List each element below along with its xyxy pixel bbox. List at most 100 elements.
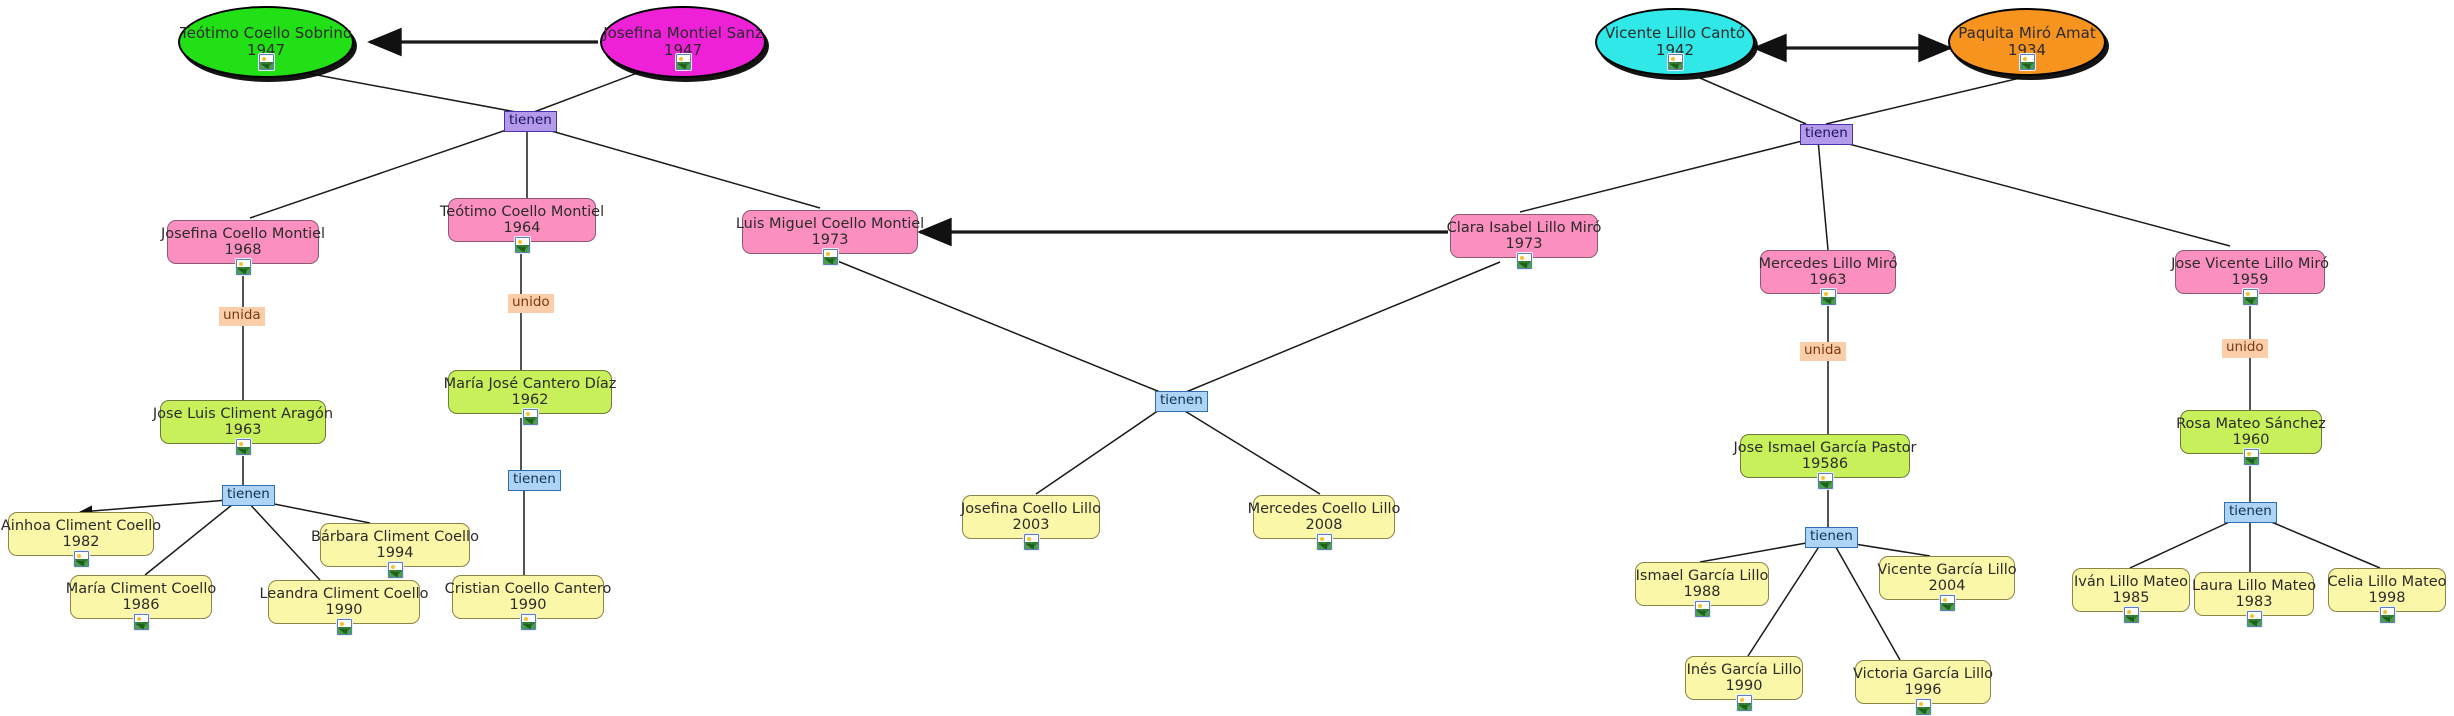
photo-thumbnail-icon[interactable] [388, 562, 403, 578]
photo-thumbnail-icon[interactable] [823, 249, 838, 265]
person-year: 1973 [811, 232, 849, 248]
person-year: 1982 [62, 534, 100, 550]
photo-thumbnail-icon[interactable] [236, 439, 251, 455]
person-node-grandchild[interactable]: Inés García Lillo 1990 [1685, 656, 1803, 711]
person-name: Iván Lillo Mateo [2073, 573, 2189, 590]
person-node-spouse[interactable]: Rosa Mateo Sánchez 1960 [2176, 410, 2326, 465]
person-name: Laura Lillo Mateo [2191, 577, 2317, 594]
person-node-spouse[interactable]: María José Cantero Díaz 1962 [444, 370, 616, 425]
photo-thumbnail-icon[interactable] [2380, 607, 2395, 623]
relation-label-unido[interactable]: unido [2222, 339, 2268, 358]
person-node-grandchild[interactable]: Celia Lillo Mateo 1998 [2327, 568, 2447, 623]
photo-thumbnail-icon[interactable] [1317, 534, 1332, 550]
person-name: Victoria García Lillo [1853, 665, 1993, 682]
person-name: María José Cantero Díaz [443, 375, 617, 392]
person-year: 2008 [1305, 517, 1343, 533]
photo-thumbnail-icon[interactable] [676, 54, 691, 70]
relation-label-tienen[interactable]: tienen [504, 111, 557, 132]
relation-label-unido[interactable]: unido [508, 294, 554, 313]
person-name: Ainhoa Climent Coello [0, 517, 162, 534]
photo-thumbnail-icon[interactable] [515, 237, 530, 253]
photo-thumbnail-icon[interactable] [523, 409, 538, 425]
relation-label-tienen[interactable]: tienen [2224, 502, 2277, 523]
photo-thumbnail-icon[interactable] [337, 619, 352, 635]
person-name: Clara Isabel Lillo Miró [1446, 219, 1602, 236]
person-node-grandchild[interactable]: Bárbara Climent Coello 1994 [311, 523, 479, 578]
person-node-grandchild[interactable]: Ismael García Lillo 1988 [1635, 562, 1769, 617]
person-year: 19586 [1801, 456, 1849, 472]
person-node-root[interactable]: Paquita Miró Amat 1934 [1948, 8, 2106, 76]
photo-thumbnail-icon[interactable] [134, 614, 149, 630]
photo-thumbnail-icon[interactable] [1940, 595, 1955, 611]
relation-label-unida[interactable]: unida [1800, 342, 1846, 361]
photo-thumbnail-icon[interactable] [1818, 473, 1833, 489]
person-name: Jose Ismael García Pastor [1733, 439, 1917, 456]
person-node-child[interactable]: Josefina Coello Montiel 1968 [161, 220, 325, 275]
person-node-child[interactable]: Teótimo Coello Montiel 1964 [440, 198, 604, 253]
person-year: 1960 [2232, 432, 2270, 448]
person-node-child[interactable]: Clara Isabel Lillo Miró 1973 [1447, 214, 1601, 269]
photo-thumbnail-icon[interactable] [2247, 611, 2262, 627]
person-year: 1963 [1809, 272, 1847, 288]
person-name: Inés García Lillo [1686, 661, 1802, 678]
photo-thumbnail-icon[interactable] [236, 259, 251, 275]
photo-thumbnail-icon[interactable] [521, 614, 536, 630]
person-name: Vicente Lillo Cantó [1605, 24, 1745, 43]
person-node-grandchild[interactable]: Josefina Coello Lillo 2003 [961, 495, 1101, 550]
photo-thumbnail-icon[interactable] [74, 551, 89, 567]
person-name: Jose Luis Climent Aragón [152, 405, 334, 422]
person-year: 1986 [122, 597, 160, 613]
person-year: 1990 [1725, 678, 1763, 694]
relation-label-tienen[interactable]: tienen [222, 485, 275, 506]
person-node-grandchild[interactable]: Cristian Coello Cantero 1990 [445, 575, 611, 630]
person-year: 1962 [511, 392, 549, 408]
relation-label-tienen[interactable]: tienen [1155, 391, 1208, 412]
photo-thumbnail-icon[interactable] [1916, 699, 1931, 715]
photo-thumbnail-icon[interactable] [2244, 449, 2259, 465]
person-node-spouse[interactable]: Jose Luis Climent Aragón 1963 [153, 400, 333, 455]
photo-thumbnail-icon[interactable] [2124, 607, 2139, 623]
photo-thumbnail-icon[interactable] [1517, 253, 1532, 269]
photo-thumbnail-icon[interactable] [1695, 601, 1710, 617]
person-node-child[interactable]: Jose Vicente Lillo Miró 1959 [2171, 250, 2329, 305]
person-node-grandchild[interactable]: Victoria García Lillo 1996 [1853, 660, 1993, 715]
person-node-root[interactable]: Vicente Lillo Cantó 1942 [1595, 8, 1755, 76]
person-node-grandchild[interactable]: María Climent Coello 1986 [66, 575, 216, 630]
person-year: 1988 [1683, 584, 1721, 600]
person-year: 1990 [509, 597, 547, 613]
person-name: Ismael García Lillo [1635, 567, 1769, 584]
person-year: 1942 [1655, 41, 1695, 59]
person-node-child[interactable]: Luis Miguel Coello Montiel 1973 [736, 210, 924, 265]
person-node-grandchild[interactable]: Mercedes Coello Lillo 2008 [1248, 495, 1400, 550]
person-year: 1990 [325, 602, 363, 618]
person-node-grandchild[interactable]: Leandra Climent Coello 1990 [259, 580, 429, 635]
photo-thumbnail-icon[interactable] [1737, 695, 1752, 711]
person-node-root[interactable]: Josefina Montiel Sanz 1947 [600, 6, 766, 78]
person-year: 1983 [2235, 594, 2273, 610]
person-name: Vicente García Lillo [1877, 561, 2017, 578]
relation-label-tienen[interactable]: tienen [508, 470, 561, 491]
relation-label-tienen[interactable]: tienen [1805, 527, 1858, 548]
person-name: Luis Miguel Coello Montiel [735, 215, 925, 232]
person-year: 1947 [246, 41, 286, 59]
person-name: Leandra Climent Coello [259, 585, 429, 602]
person-node-child[interactable]: Mercedes Lillo Miró 1963 [1759, 250, 1897, 305]
person-node-spouse[interactable]: Jose Ismael García Pastor 19586 [1734, 434, 1916, 489]
photo-thumbnail-icon[interactable] [1668, 54, 1683, 70]
person-node-grandchild[interactable]: Ainhoa Climent Coello 1982 [1, 512, 161, 567]
relation-label-tienen[interactable]: tienen [1800, 124, 1853, 145]
person-node-grandchild[interactable]: Laura Lillo Mateo 1983 [2191, 572, 2317, 627]
person-year: 1964 [503, 220, 541, 236]
photo-thumbnail-icon[interactable] [1821, 289, 1836, 305]
person-node-grandchild[interactable]: Vicente García Lillo 2004 [1877, 556, 2017, 611]
photo-thumbnail-icon[interactable] [1024, 534, 1039, 550]
relation-label-unida[interactable]: unida [219, 307, 265, 326]
person-name: Mercedes Coello Lillo [1247, 500, 1401, 517]
person-name: Cristian Coello Cantero [444, 580, 612, 597]
person-node-grandchild[interactable]: Iván Lillo Mateo 1985 [2072, 568, 2190, 623]
person-node-root[interactable]: Teótimo Coello Sobrino 1947 [178, 6, 354, 78]
photo-thumbnail-icon[interactable] [259, 54, 274, 70]
photo-thumbnail-icon[interactable] [2020, 54, 2035, 70]
photo-thumbnail-icon[interactable] [2243, 289, 2258, 305]
